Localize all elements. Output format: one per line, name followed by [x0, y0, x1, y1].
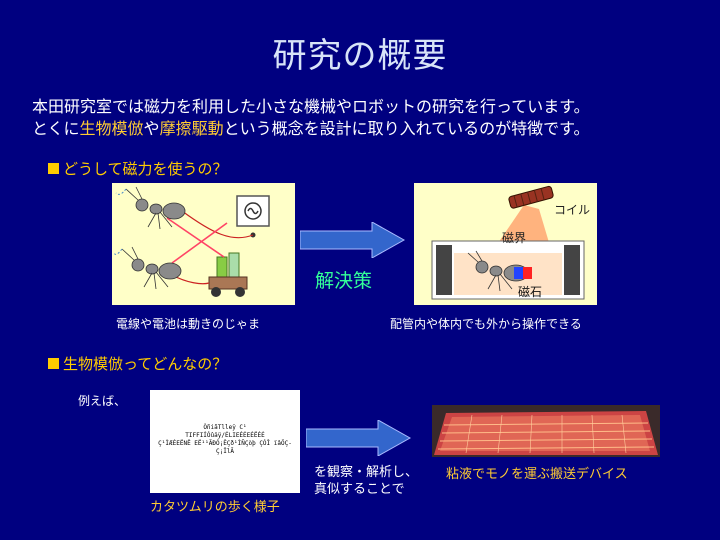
section-heading-why-magnet: どうして磁力を使うの？ [48, 158, 228, 179]
section-heading-text: 生物模倣ってどんなの？ [63, 355, 228, 373]
bullet-square-icon [48, 358, 59, 369]
snail-caption: カタツムリの歩く様子 [150, 500, 280, 515]
wired-robot-illustration [112, 183, 295, 305]
ant-top [125, 186, 186, 230]
image-garbled-text: TIFFIÍÓûäÿ/ÉLIEÉÉEÉËÉÉ [185, 432, 265, 439]
intro-text: という概念を設計に取り入れているのが特徴です。 [223, 119, 590, 138]
intro-line-2: とくに生物模倣や摩擦駆動という概念を設計に取り入れているのが特徴です。 [32, 119, 590, 139]
magnetic-field-label: 磁界 [502, 231, 527, 245]
observe-text-line: を観察・解析し、 [314, 465, 419, 480]
slide-title: 研究の概要 [272, 36, 448, 76]
ant-wire-battery-drawing [113, 186, 270, 297]
magnet-label: 磁石 [518, 285, 543, 299]
solution-label: 解決策 [315, 270, 373, 292]
magnetic-drive-illustration: コイル 磁界 磁石 [414, 183, 597, 305]
highlight-friction-drive: 摩擦駆動 [159, 119, 224, 138]
highlight-biomimetics: 生物模倣 [79, 119, 144, 138]
snail-image: ÒñiãTlleÿ C¹ TIFFIÍÓûäÿ/ÉLIEÉÉEÉËÉÉ Ç¹ÌÆ… [150, 390, 300, 493]
ant-bottom [121, 246, 182, 290]
image-garbled-text: ÒñiãTlleÿ C¹ [203, 424, 247, 431]
image-garbled-text: Ç¹ÌÆÉEËNË EË¹¹ÃÐÓ¡ÊÇð¹ÌÑÇòþ ÇÓÎ ïâÖÇ-Ç¡Î… [158, 440, 292, 455]
intro-text: とくに [32, 119, 80, 138]
arrow-right-icon [306, 420, 412, 456]
device-caption: 粘液でモノを運ぶ搬送デバイス [446, 467, 628, 482]
bullet-square-icon [48, 163, 59, 174]
section-heading-biomimetics: 生物模倣ってどんなの？ [48, 353, 227, 374]
coil-label: コイル [554, 203, 591, 217]
device-photo-drawing [432, 405, 660, 457]
example-label: 例えば、 [78, 394, 127, 408]
intro-line-1: 本田研究室では磁力を利用した小さな機械やロボットの研究を行っています。 [32, 97, 590, 116]
magnet-icon [514, 267, 523, 279]
caption-wires-obstruct: 電線や電池は動きのじゃま [116, 317, 261, 331]
coil-icon [508, 185, 554, 209]
imitate-text-line: 真似することで [314, 482, 405, 497]
transport-device-photo [432, 405, 660, 457]
intro-text: や [143, 119, 160, 138]
observe-analyze-text: を観察・解析し、 真似することで [314, 464, 418, 498]
coil-pipe-drawing [431, 185, 585, 300]
section-heading-text: どうして磁力を使うの？ [63, 160, 228, 178]
caption-external-control: 配管内や体内でも外から操作できる [390, 317, 582, 331]
arrow-right-icon [300, 222, 406, 258]
